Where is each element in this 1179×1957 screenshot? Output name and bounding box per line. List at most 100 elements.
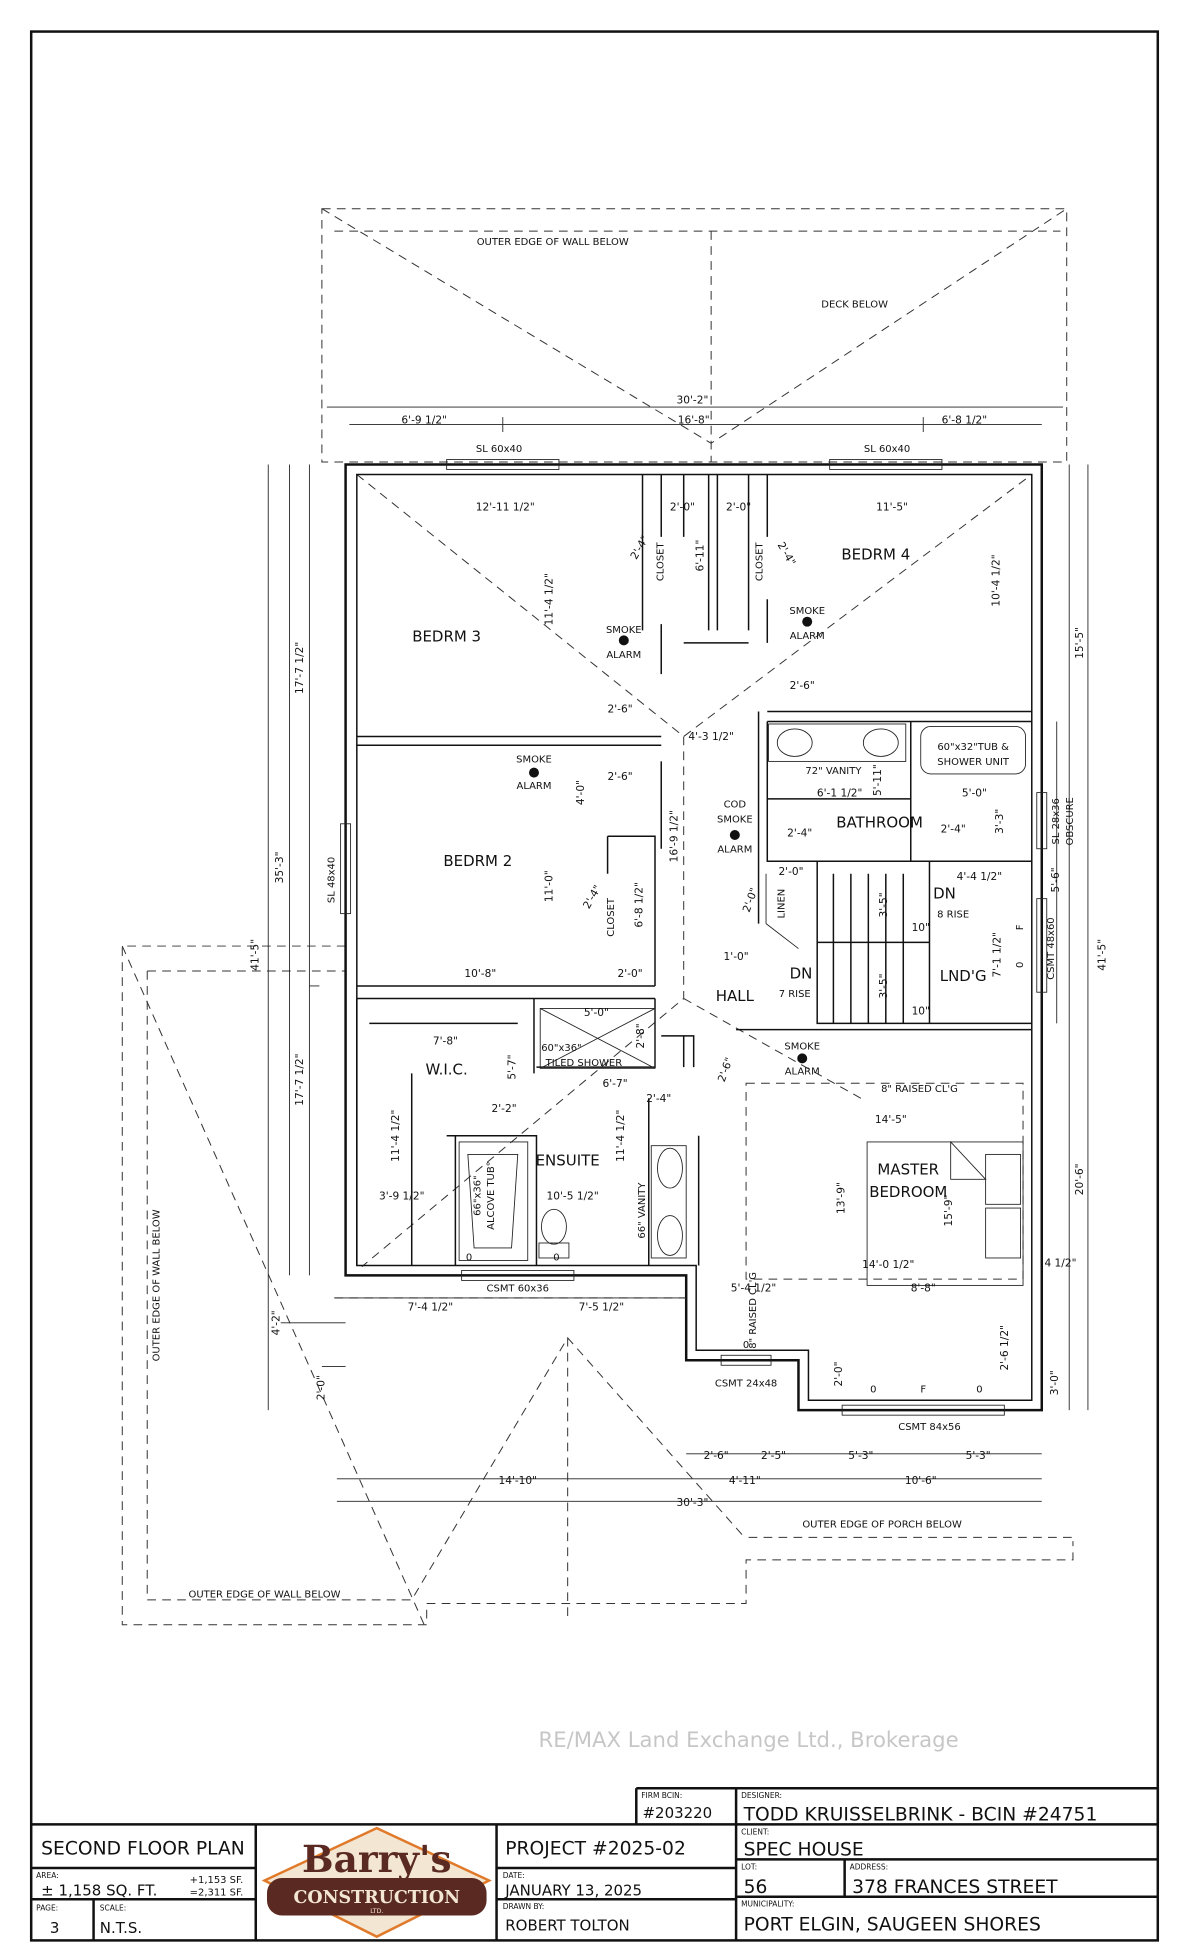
windows bbox=[340, 459, 1048, 1416]
client-label: CLIENT: bbox=[741, 1827, 769, 1836]
window-label: CSMT 84x56 bbox=[898, 1422, 960, 1433]
dimension-label: 2'-0" bbox=[618, 968, 643, 980]
window-label: SL 60x40 bbox=[476, 444, 522, 455]
window-marker: 0 bbox=[1015, 962, 1026, 968]
dimension-label: 2'-4" bbox=[581, 883, 604, 911]
smoke-alarm-icons bbox=[528, 616, 813, 1064]
dimension-label: 11'-4 1/2" bbox=[615, 1110, 627, 1162]
scale-label: SCALE: bbox=[100, 1903, 126, 1912]
fixture-label: 8" RAISED CL'G bbox=[748, 1272, 759, 1349]
page-value: 3 bbox=[50, 1919, 60, 1937]
below-outlines bbox=[121, 208, 1074, 1626]
window-label: CSMT 24x48 bbox=[715, 1378, 777, 1389]
dimension-label: 41'-5" bbox=[1096, 939, 1108, 971]
dimension-label: 2'-4" bbox=[646, 1093, 671, 1105]
smoke-alarm-label: ALARM bbox=[785, 1067, 820, 1078]
lot-value: 56 bbox=[744, 1877, 768, 1898]
dimension-label: 2'-8" bbox=[635, 1023, 647, 1048]
fixture-label: TILED SHOWER bbox=[545, 1058, 623, 1069]
dimension-label: 6'-9 1/2" bbox=[401, 414, 447, 426]
address-label: ADDRESS: bbox=[850, 1862, 889, 1871]
area-label: AREA: bbox=[36, 1871, 59, 1880]
dimension-label: 11'-0" bbox=[544, 870, 556, 902]
smoke-alarm-label: SMOKE bbox=[789, 606, 825, 617]
drawn-value: ROBERT TOLTON bbox=[505, 1916, 629, 1934]
dimension-label: 5'-11" bbox=[872, 764, 884, 796]
logo-ltd: LTD. bbox=[370, 1908, 383, 1915]
dimension-label: 14'-10" bbox=[498, 1475, 537, 1487]
dimension-label: 6'-8 1/2" bbox=[634, 882, 646, 928]
area-total: =2,311 SF. bbox=[190, 1888, 244, 1899]
window-marker: 0 bbox=[553, 1252, 559, 1263]
sheet-border bbox=[29, 30, 1160, 1942]
dimension-label: 2'-0" bbox=[726, 502, 751, 514]
dimension-label: 4'-0" bbox=[575, 780, 587, 805]
dimension-label: 15'-5" bbox=[1074, 627, 1086, 659]
dimension-label: 5'-0" bbox=[962, 787, 987, 799]
smoke-alarm-label: ALARM bbox=[790, 631, 825, 642]
date-value: JANUARY 13, 2025 bbox=[504, 1881, 642, 1899]
dimension-label: 35'-3" bbox=[274, 852, 286, 884]
smoke-alarm-label: ALARM bbox=[717, 844, 752, 855]
dimension-label: 2'-0" bbox=[833, 1361, 845, 1386]
room-label: BATHROOM bbox=[836, 814, 923, 832]
dimension-label: 1'-0" bbox=[724, 951, 749, 963]
designer-value: TODD KRUISSELBRINK - BCIN #24751 bbox=[743, 1805, 1098, 1826]
dimension-label: 4'-3 1/2" bbox=[688, 731, 734, 743]
dimension-label: 2'-0" bbox=[670, 502, 695, 514]
dimension-label: 5'-6" bbox=[1050, 867, 1062, 892]
designer-label: DESIGNER: bbox=[741, 1791, 782, 1800]
dimension-label: 41'-5" bbox=[249, 939, 261, 971]
plan-note: OUTER EDGE OF WALL BELOW bbox=[152, 1209, 163, 1361]
fixture-label: 8" RAISED CL'G bbox=[881, 1084, 958, 1095]
sheet-title: SECOND FLOOR PLAN bbox=[41, 1838, 245, 1859]
address-value: 378 FRANCES STREET bbox=[852, 1877, 1058, 1898]
dimension-label: 2'-6 1/2" bbox=[999, 1325, 1011, 1371]
room-label: W.I.C. bbox=[426, 1061, 468, 1079]
room-label: BEDRM 2 bbox=[443, 852, 512, 870]
room-label: BEDRM 4 bbox=[841, 545, 910, 563]
window-marker: 0 bbox=[743, 1340, 749, 1351]
dimension-label: 2'-4" bbox=[775, 540, 798, 568]
dimension-label: 7'-8" bbox=[433, 1036, 458, 1048]
dimension-label: 2'-6" bbox=[704, 1450, 729, 1462]
page-label: PAGE: bbox=[36, 1903, 58, 1912]
plan-note: OUTER EDGE OF WALL BELOW bbox=[188, 1589, 340, 1600]
dimension-label: 4'-4 1/2" bbox=[957, 871, 1003, 883]
dimension-label: 16'-8" bbox=[678, 414, 710, 426]
fixture-label: SHOWER UNIT bbox=[937, 757, 1010, 768]
dimension-label: 2'-6" bbox=[608, 704, 633, 716]
dimension-label: 20'-6" bbox=[1074, 1163, 1086, 1195]
fixture-label: DN bbox=[933, 885, 956, 903]
dimension-label: 5'-7" bbox=[506, 1055, 518, 1080]
dimension-label: 2'-6" bbox=[716, 1056, 736, 1084]
dimension-label: 5'-4 1/2" bbox=[731, 1283, 777, 1295]
fixture-label: DN bbox=[790, 965, 813, 983]
dimension-label: 3'-3" bbox=[994, 809, 1006, 834]
dimension-label: 2'-2" bbox=[491, 1103, 516, 1115]
dimension-label: 6'-7" bbox=[603, 1078, 628, 1090]
dimension-label: 4'-11" bbox=[729, 1475, 761, 1487]
dimension-label: 3'-5" bbox=[878, 892, 890, 917]
plan-note: DECK BELOW bbox=[821, 299, 888, 310]
dimension-label: 3'-5" bbox=[878, 973, 890, 998]
scale-value: N.T.S. bbox=[100, 1919, 142, 1937]
fixture-label: ALCOVE TUB° bbox=[486, 1161, 497, 1230]
lot-label: LOT: bbox=[741, 1862, 757, 1871]
window-label: CSMT 60x36 bbox=[487, 1284, 549, 1295]
dimension-label: 30'-2" bbox=[677, 394, 709, 406]
dimension-label: 10'-8" bbox=[464, 968, 496, 980]
smoke-alarm-label: SMOKE bbox=[516, 755, 552, 766]
dimension-label: 5'-3" bbox=[966, 1450, 991, 1462]
dimension-lines bbox=[267, 406, 1089, 1502]
room-label: ENSUITE bbox=[536, 1152, 600, 1170]
window-label: OBSCURE bbox=[1065, 797, 1076, 845]
dimension-label: 3'-9 1/2" bbox=[379, 1190, 425, 1202]
dimension-label: 3'-0" bbox=[1049, 1370, 1061, 1395]
firm-bcin-label: FIRM BCIN: bbox=[641, 1791, 682, 1800]
window-label: SL 28x36 bbox=[1051, 798, 1062, 844]
smoke-alarm-label: SMOKE bbox=[606, 625, 642, 636]
window-marker: 0 bbox=[466, 1252, 472, 1263]
window-marker: 0 bbox=[976, 1385, 982, 1396]
municipality-value: PORT ELGIN, SAUGEEN SHORES bbox=[744, 1914, 1041, 1935]
